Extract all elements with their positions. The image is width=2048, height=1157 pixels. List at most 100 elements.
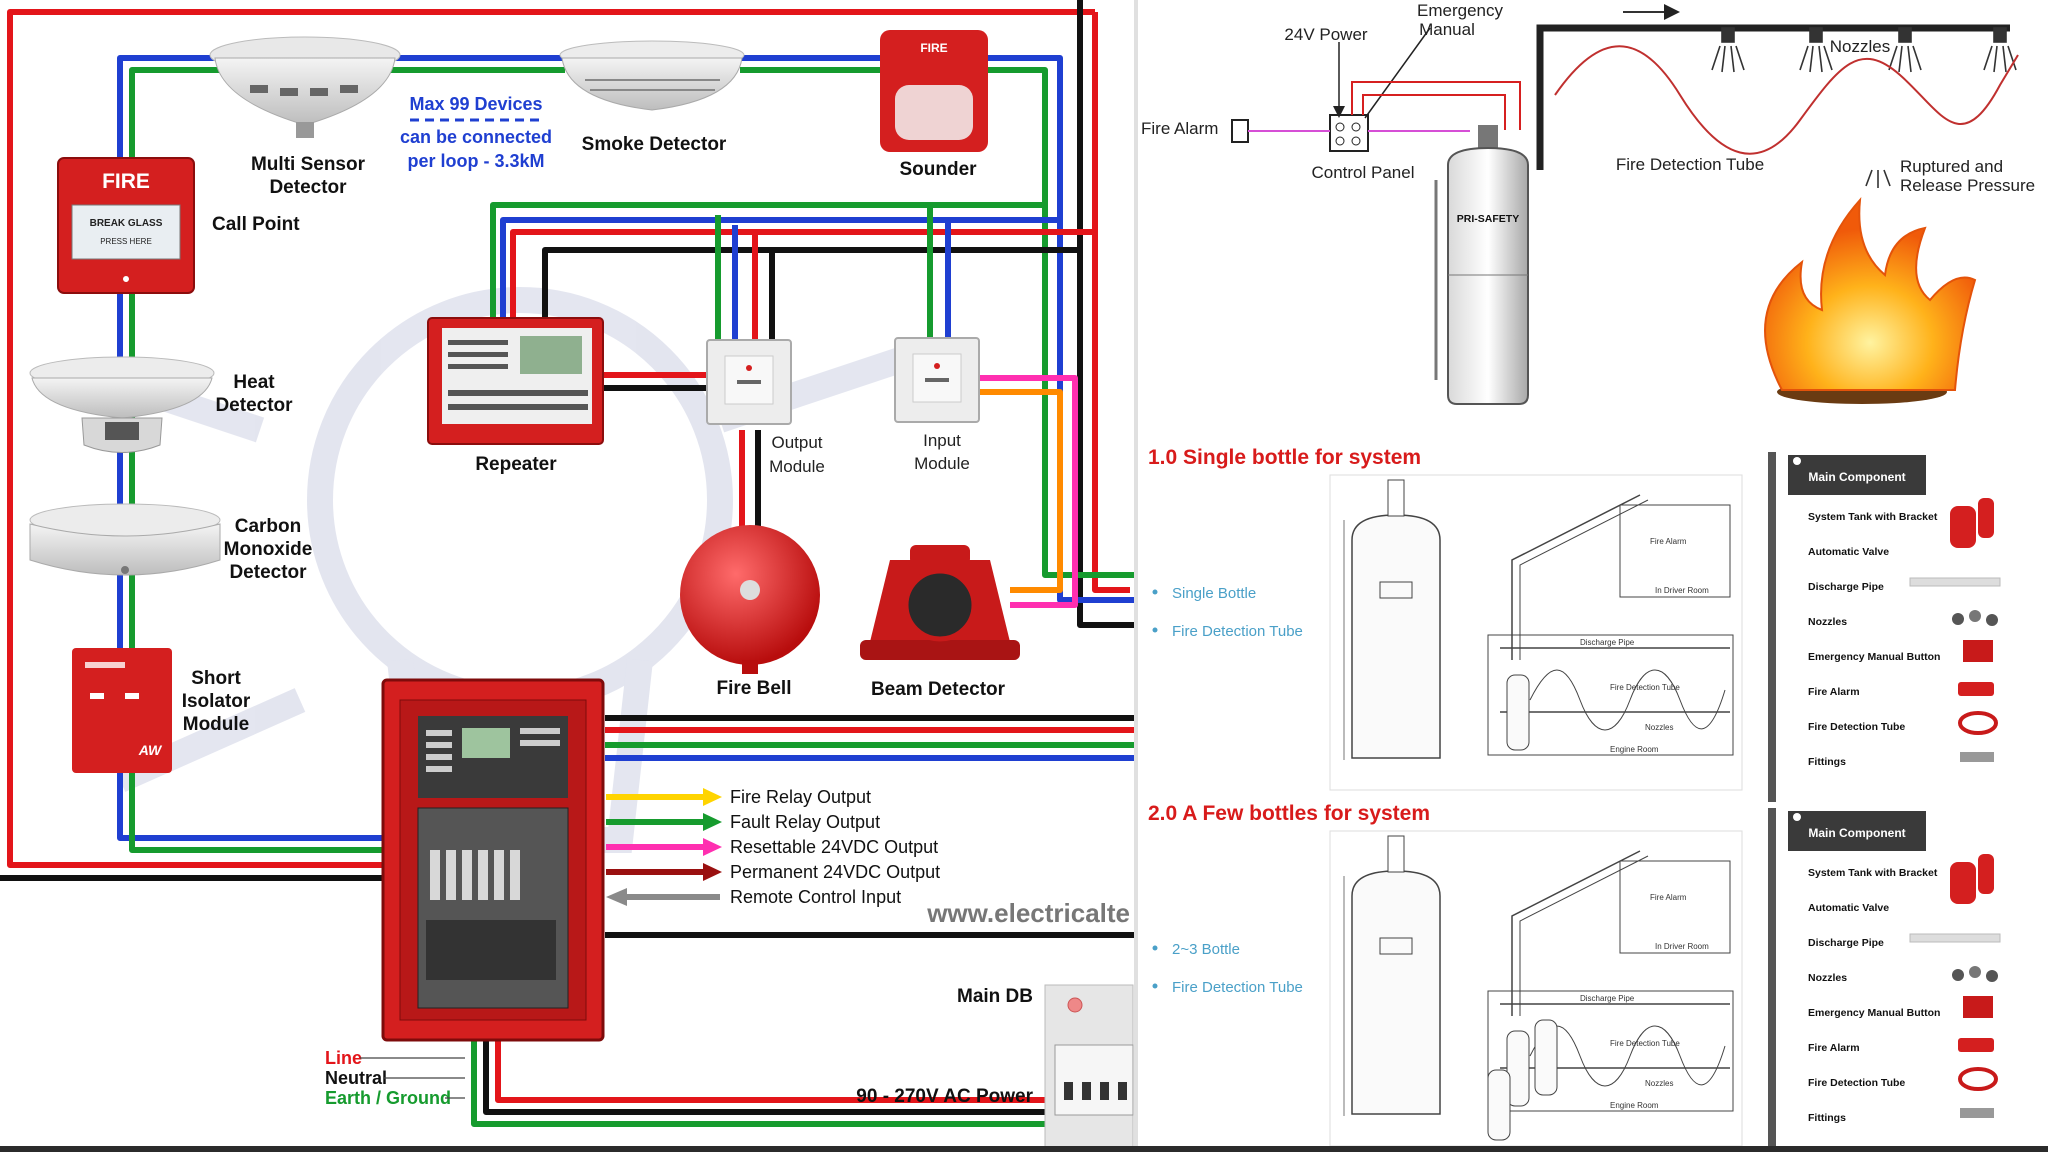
fire-alarm-label: Fire Alarm bbox=[1141, 119, 1218, 138]
manual-label-2: Manual bbox=[1419, 20, 1475, 39]
nozzles-label: Nozzles bbox=[1830, 37, 1890, 56]
svg-text:AW: AW bbox=[138, 742, 163, 758]
output-label: Permanent 24VDC Output bbox=[730, 862, 940, 882]
drawing-fire-alarm: Fire Alarm bbox=[1650, 537, 1687, 546]
nozzle-icon bbox=[1952, 969, 1964, 981]
input-module-label-1: Input bbox=[923, 431, 961, 450]
section-title: 1.0 Single bottle for system bbox=[1148, 446, 1421, 469]
pipe-icon bbox=[1909, 577, 2001, 587]
bullet-text: Fire Detection Tube bbox=[1172, 623, 1303, 640]
discharge-pipe bbox=[1536, 24, 2010, 170]
output-row-3: Permanent 24VDC Output bbox=[606, 862, 940, 882]
isolator-label-2: Isolator bbox=[182, 691, 251, 712]
beam-detector bbox=[860, 545, 1020, 660]
multi-sensor-label-1: Multi Sensor bbox=[251, 154, 366, 175]
repeater-label: Repeater bbox=[475, 454, 557, 475]
output-label: Fire Relay Output bbox=[730, 787, 871, 807]
fire-alarm-box bbox=[1231, 119, 1249, 143]
tube-icon bbox=[1958, 711, 1998, 735]
drawing-fire-alarm: Fire Alarm bbox=[1650, 893, 1687, 902]
drawing-engine-room: Engine Room bbox=[1610, 745, 1659, 754]
component-item: System Tank with Bracket bbox=[1808, 511, 1938, 523]
alarm-icon bbox=[1958, 1038, 1994, 1052]
component-item: Fire Alarm bbox=[1808, 686, 1860, 698]
sounder-fire-text: FIRE bbox=[920, 41, 947, 55]
loop-note-line-1: Max 99 Devices bbox=[409, 94, 542, 114]
component-item: Automatic Valve bbox=[1808, 546, 1889, 558]
arrow-right-icon bbox=[703, 813, 722, 831]
section-title: 2.0 A Few bottles for system bbox=[1148, 802, 1430, 825]
callpoint-press-text: PRESS HERE bbox=[100, 237, 152, 246]
ruptured-label-2: Release Pressure bbox=[1900, 176, 2035, 195]
component-item: Fire Alarm bbox=[1808, 1042, 1860, 1054]
smoke-detector bbox=[559, 40, 745, 111]
fittings-icon bbox=[1960, 752, 1994, 762]
tank-icon bbox=[1950, 862, 1976, 904]
bullet-text: Fire Detection Tube bbox=[1172, 979, 1303, 996]
component-panel-title: Main Component bbox=[1808, 470, 1905, 484]
nozzles-icon bbox=[1711, 27, 2017, 188]
bullet-icon bbox=[1152, 627, 1158, 633]
component-panel-title: Main Component bbox=[1808, 826, 1905, 840]
drawing-driver-room: In Driver Room bbox=[1655, 586, 1709, 595]
power-row-0: Line bbox=[325, 1048, 465, 1068]
co-detector-label-3: Detector bbox=[229, 562, 307, 583]
component-item: Automatic Valve bbox=[1808, 902, 1889, 914]
control-panel-box bbox=[1329, 114, 1369, 152]
input-module-label-2: Module bbox=[914, 454, 970, 473]
component-item: Fire Detection Tube bbox=[1808, 1077, 1905, 1089]
suppression-system-overview: PRI-SAFETY 24V Power Emergency Manual Fi… bbox=[1141, 1, 2035, 405]
drawing-nozzles: Nozzles bbox=[1645, 1079, 1673, 1088]
callpoint-glass-text: BREAK GLASS bbox=[90, 218, 163, 229]
sounder-label: Sounder bbox=[899, 159, 977, 180]
output-row-0: Fire Relay Output bbox=[606, 787, 871, 807]
bullet-text: 2~3 Bottle bbox=[1172, 941, 1240, 958]
carbon-monoxide-detector bbox=[29, 503, 221, 576]
tank-brand-text: PRI-SAFETY bbox=[1457, 213, 1519, 225]
power-label: Neutral bbox=[325, 1068, 387, 1088]
manual-call-point: FIRE BREAK GLASS PRESS HERE bbox=[57, 157, 195, 294]
multi-sensor-detector bbox=[209, 36, 401, 138]
main-distribution-board bbox=[1044, 984, 1134, 1153]
output-row-1: Fault Relay Output bbox=[606, 812, 880, 832]
output-module-label-1: Output bbox=[771, 433, 822, 452]
output-row-4: Remote Control Input bbox=[606, 887, 901, 907]
bullet-icon bbox=[1152, 589, 1158, 595]
component-item: System Tank with Bracket bbox=[1808, 867, 1938, 879]
power-label: Earth / Ground bbox=[325, 1088, 451, 1108]
drawing-discharge-pipe: Discharge Pipe bbox=[1580, 994, 1635, 1003]
fire-alarm-wiring-diagram: Multi Sensor Detector Max 99 Devices can… bbox=[0, 0, 1135, 1153]
multi-sensor-label-2: Detector bbox=[269, 177, 347, 198]
drawing-nozzles: Nozzles bbox=[1645, 723, 1673, 732]
bullet-icon bbox=[1152, 983, 1158, 989]
component-item: Nozzles bbox=[1808, 616, 1847, 628]
manual-leader bbox=[1364, 27, 1431, 119]
component-item: Discharge Pipe bbox=[1808, 937, 1884, 949]
detection-tube-label: Fire Detection Tube bbox=[1616, 155, 1764, 174]
website-watermark: www.electricalte bbox=[926, 898, 1130, 928]
loop-note-line-3: per loop - 3.3kM bbox=[407, 151, 544, 171]
arrow-left-icon bbox=[606, 888, 627, 906]
drawing-driver-room: In Driver Room bbox=[1655, 942, 1709, 951]
drawing-detection-tube: Fire Detection Tube bbox=[1610, 1039, 1680, 1048]
output-module bbox=[706, 339, 792, 425]
control-panel-label: Control Panel bbox=[1311, 163, 1414, 182]
fittings-icon bbox=[1960, 1108, 1994, 1118]
ruptured-label-1: Ruptured and bbox=[1900, 157, 2003, 176]
drawing-engine-room: Engine Room bbox=[1610, 1101, 1659, 1110]
bottom-border bbox=[0, 1146, 2048, 1152]
nozzle-icon bbox=[1952, 613, 1964, 625]
arrow-right-icon bbox=[703, 788, 722, 806]
loop-wiring bbox=[0, 0, 1135, 1127]
fire-bell-label: Fire Bell bbox=[717, 678, 792, 699]
power-label: 24V Power bbox=[1284, 25, 1367, 44]
beam-detector-label: Beam Detector bbox=[871, 679, 1006, 700]
isolator-label-1: Short bbox=[191, 668, 241, 689]
